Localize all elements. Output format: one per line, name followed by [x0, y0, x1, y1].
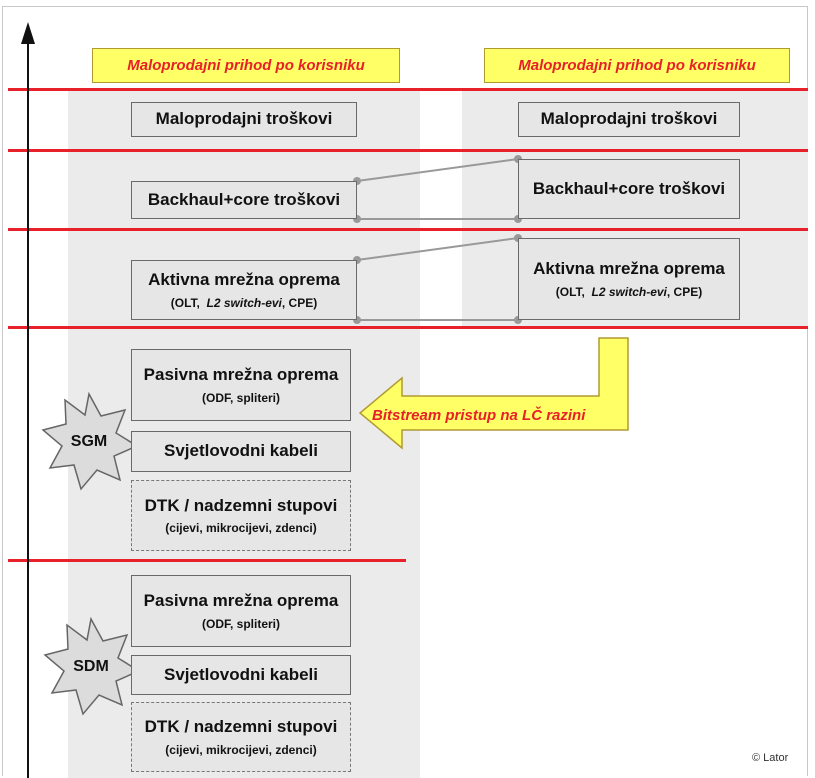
- box-label: Pasivna mrežna oprema: [143, 591, 339, 611]
- separator-line: [8, 559, 406, 562]
- sdm-star-label: SDM: [73, 658, 109, 675]
- left-active-equipment-box: Aktivna mrežna oprema (OLT, L2 switch-ev…: [131, 260, 357, 320]
- separator-line: [8, 228, 808, 231]
- sdm-ducts-box: DTK / nadzemni stupovi (cijevi, mikrocij…: [131, 702, 351, 772]
- box-label: Backhaul+core troškovi: [532, 178, 726, 198]
- box-label: Pasivna mrežna oprema: [143, 365, 339, 385]
- box-label: Backhaul+core troškovi: [147, 189, 341, 209]
- sgm-passive-equipment-box: Pasivna mrežna oprema (ODF, spliteri): [131, 349, 351, 421]
- sgm-star-shape: [41, 391, 139, 491]
- bitstream-arrow: [358, 337, 629, 450]
- connector-line: [356, 237, 519, 261]
- box-label: Svjetlovodni kabeli: [164, 441, 318, 461]
- right-backhaul-costs-box: Backhaul+core troškovi: [518, 159, 740, 219]
- separator-line: [8, 88, 808, 91]
- sdm-fiber-cables-box: Svjetlovodni kabeli: [131, 655, 351, 695]
- left-backhaul-costs-box: Backhaul+core troškovi: [131, 181, 357, 219]
- box-sublabel: (OLT, L2 switch-evi, CPE): [555, 284, 703, 299]
- box-label: Aktivna mrežna oprema: [533, 259, 725, 279]
- box-label: Aktivna mrežna oprema: [148, 270, 340, 290]
- sgm-star-label: SGM: [70, 433, 108, 450]
- box-sublabel: (ODF, spliteri): [201, 616, 280, 631]
- box-label: DTK / nadzemni stupovi: [144, 717, 338, 737]
- box-label: DTK / nadzemni stupovi: [144, 495, 338, 515]
- sdm-star: SDM: [43, 619, 139, 715]
- copyright-credit: © Lator: [752, 752, 789, 764]
- separator-line: [8, 326, 808, 329]
- left-retail-costs-box: Maloprodajni troškovi: [131, 102, 357, 137]
- separator-line: [8, 149, 808, 152]
- connector-line: [356, 158, 519, 182]
- right-revenue-label: Maloprodajni prihod po korisniku: [484, 48, 790, 83]
- diagram-frame: [2, 6, 808, 776]
- sgm-fiber-cables-box: Svjetlovodni kabeli: [131, 431, 351, 472]
- sdm-passive-equipment-box: Pasivna mrežna oprema (ODF, spliteri): [131, 575, 351, 647]
- box-label: Svjetlovodni kabeli: [164, 664, 318, 684]
- right-retail-costs-box: Maloprodajni troškovi: [518, 102, 740, 137]
- bitstream-arrow-label: Bitstream pristup na LČ razini: [372, 406, 586, 424]
- sgm-ducts-box: DTK / nadzemni stupovi (cijevi, mikrocij…: [131, 480, 351, 551]
- left-revenue-label: Maloprodajni prihod po korisniku: [92, 48, 400, 83]
- box-sublabel: (cijevi, mikrocijevi, zdenci): [165, 521, 317, 535]
- box-sublabel: (OLT, L2 switch-evi, CPE): [170, 295, 318, 310]
- sgm-star: SGM: [41, 394, 137, 490]
- sdm-star-shape: [43, 616, 141, 716]
- axis-arrowhead: [21, 22, 35, 44]
- box-label: Maloprodajni troškovi: [155, 109, 333, 129]
- box-label: Maloprodajni troškovi: [540, 109, 718, 129]
- box-sublabel: (ODF, spliteri): [201, 390, 280, 405]
- box-sublabel: (cijevi, mikrocijevi, zdenci): [165, 742, 317, 757]
- right-active-equipment-box: Aktivna mrežna oprema (OLT, L2 switch-ev…: [518, 238, 740, 320]
